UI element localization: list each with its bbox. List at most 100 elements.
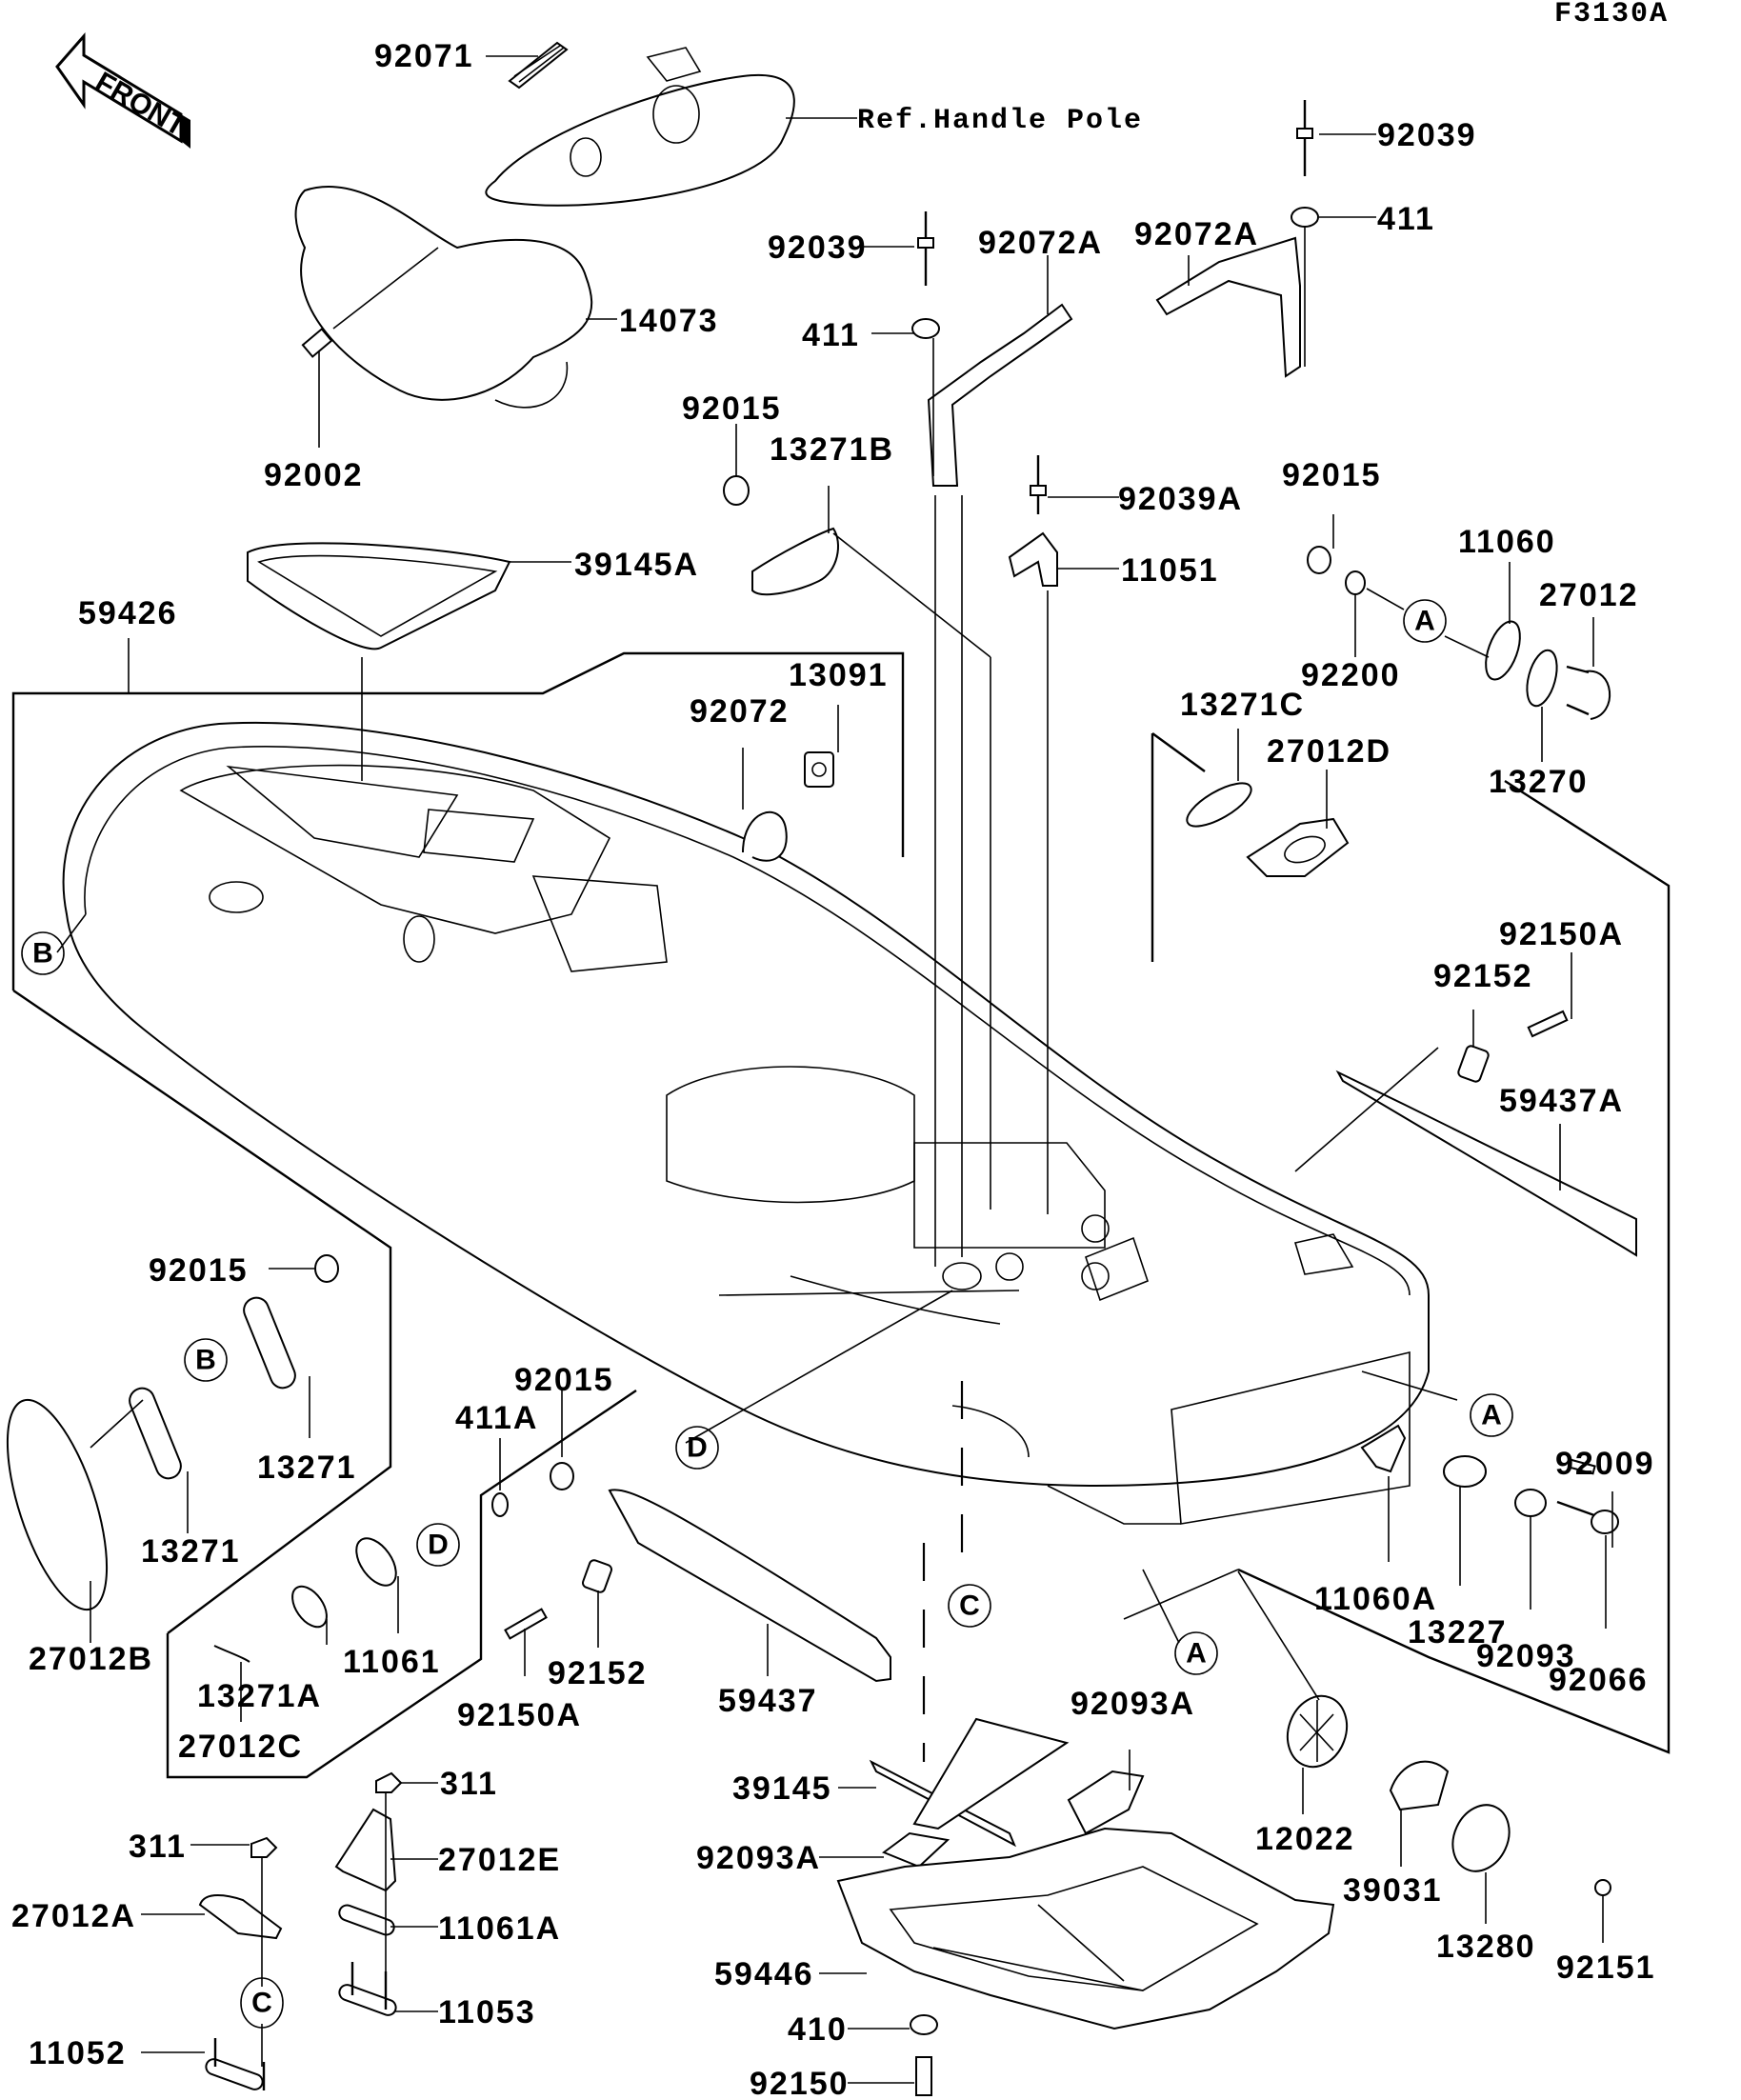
callout-a-right: A: [1470, 1393, 1513, 1437]
step-27012D: [1246, 817, 1350, 877]
callout-a-top: A: [1403, 599, 1447, 643]
plate-13270: [1526, 649, 1558, 708]
svg-text:A: A: [1186, 1638, 1207, 1670]
washer-92200: [1345, 570, 1366, 595]
label-27012E: 27012E: [438, 1842, 561, 1878]
plate-11061A: [338, 1904, 395, 1936]
label-92039-mid: 92039: [768, 230, 868, 266]
label-13271B: 13271B: [770, 431, 894, 468]
callout-d-left: D: [416, 1523, 460, 1567]
bracket-92072A-mid: [927, 303, 1073, 487]
bracket-11051: [1008, 531, 1058, 587]
washer-410: [910, 2014, 938, 2035]
label-39145A: 39145A: [574, 547, 699, 583]
strip-39145: [869, 1717, 1070, 1848]
clip-27012C: [213, 1645, 250, 1663]
label-13270: 13270: [1489, 764, 1589, 800]
nut-311-right: [375, 1771, 403, 1793]
label-13091: 13091: [789, 657, 889, 693]
label-92071: 92071: [374, 38, 474, 74]
stud-plate-11052: [205, 2038, 266, 2090]
rail-59437A: [1335, 1070, 1637, 1257]
stud-plate-11053: [338, 1962, 397, 2016]
seat-cover: [294, 185, 593, 409]
label-92015-c: 92015: [149, 1252, 249, 1289]
washer-411-top: [1291, 207, 1319, 228]
label-92072: 92072: [690, 693, 790, 730]
hull-group-boundary: [11, 651, 905, 990]
label-92015-a: 92015: [682, 390, 782, 427]
label-59426: 59426: [78, 595, 178, 631]
label-13271-a: 13271: [257, 1450, 357, 1486]
seal-92093: [1514, 1489, 1547, 1517]
rivet-92039-top: [1296, 100, 1313, 176]
svg-text:C: C: [251, 1988, 272, 2019]
nut-92015-b: [1307, 546, 1331, 574]
label-92152-mid: 92152: [548, 1655, 648, 1691]
label-92150A-mid: 92150A: [457, 1697, 582, 1733]
plate-11060: [1485, 620, 1521, 681]
label-27012C: 27012C: [178, 1729, 303, 1765]
label-27012B: 27012B: [29, 1641, 153, 1677]
label-411-top: 411: [1377, 201, 1435, 237]
label-13271A: 13271A: [197, 1678, 322, 1714]
label-411A: 411A: [455, 1400, 538, 1436]
d-group-boundary: [166, 1390, 637, 1779]
ring-13280: [1451, 1804, 1511, 1872]
label-311-right: 311: [440, 1766, 498, 1802]
label-92072A-mid: 92072A: [978, 225, 1103, 261]
label-11060A: 11060A: [1314, 1581, 1437, 1617]
bracket-27012A: [198, 1894, 283, 1940]
label-92093A-left: 92093A: [696, 1840, 821, 1876]
label-27012A: 27012A: [11, 1898, 136, 1934]
u-bolt-27012: [1566, 665, 1611, 720]
bolt-92150A-mid: [504, 1608, 548, 1640]
rivet-92039-mid: [917, 211, 934, 286]
band-92072: [742, 810, 788, 862]
label-13280: 13280: [1436, 1929, 1536, 1965]
label-92002: 92002: [264, 457, 364, 493]
grate-92093A-left: [881, 1831, 951, 1869]
label-12022: 12022: [1255, 1821, 1355, 1857]
label-92150A-right: 92150A: [1499, 916, 1624, 952]
bolt-92150A-right: [1527, 1010, 1569, 1038]
label-11051: 11051: [1121, 552, 1219, 589]
label-13271C: 13271C: [1180, 687, 1305, 723]
bolt-92002: [301, 328, 333, 358]
label-92093A-right: 92093A: [1071, 1686, 1195, 1722]
label-27012: 27012: [1539, 577, 1639, 613]
collar-92152-mid: [582, 1559, 612, 1593]
pad-13271C: [1186, 782, 1252, 828]
rail-59437: [608, 1489, 891, 1683]
cap-39031: [1389, 1760, 1450, 1811]
callout-d-mid: D: [675, 1426, 719, 1470]
label-411-mid: 411: [802, 317, 860, 353]
svg-text:A: A: [1414, 606, 1435, 637]
leader-92002-b: [332, 247, 439, 330]
drain-plug-92066: [1556, 1500, 1619, 1534]
rivet-92039A: [1030, 455, 1047, 514]
label-11061: 11061: [343, 1644, 441, 1680]
figure-code: F3130A: [1554, 0, 1669, 30]
cap-13227: [1443, 1455, 1487, 1488]
label-11052: 11052: [29, 2035, 127, 2071]
label-410: 410: [788, 2011, 848, 2048]
bracket-27012E: [334, 1808, 397, 1892]
grate-92093A-right: [1067, 1770, 1145, 1835]
label-92066: 92066: [1549, 1662, 1649, 1698]
washer-411-mid: [911, 318, 940, 339]
skid-plate-59446: [836, 1827, 1335, 2030]
nut-92015-d: [550, 1462, 574, 1490]
callout-b-hull: B: [21, 931, 65, 975]
plate-13271-a: [243, 1296, 296, 1390]
label-92015-b: 92015: [1282, 457, 1382, 493]
washer-411A: [491, 1492, 509, 1517]
front-arrow-icon: FRONT: [55, 32, 190, 149]
label-59437A: 59437A: [1499, 1083, 1624, 1119]
hull-body: [62, 721, 1430, 1525]
nut-92015-a: [723, 475, 750, 506]
label-11060: 11060: [1458, 524, 1556, 560]
label-39145: 39145: [732, 1770, 832, 1807]
seat-rubber-39145A: [247, 542, 511, 650]
